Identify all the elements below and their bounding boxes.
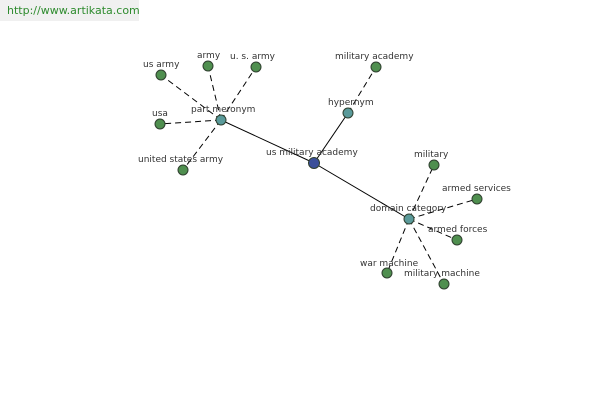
node-circle-army[interactable]	[202, 60, 214, 72]
edge-domain-category-to-military-machine	[408, 218, 445, 285]
node-military-machine[interactable]: military machine	[404, 269, 480, 290]
node-circle-usa[interactable]	[154, 118, 166, 130]
node-usa[interactable]: usa	[152, 109, 168, 130]
node-circle-domain-category[interactable]	[403, 213, 415, 225]
edge-part-meronym-to-united-states-army	[182, 119, 222, 171]
node-circle-military[interactable]	[428, 159, 440, 171]
node-label-u-s-army[interactable]: u. s. army	[230, 52, 276, 62]
node-label-usa[interactable]: usa	[152, 109, 168, 119]
node-circle-hypernym[interactable]	[342, 107, 354, 119]
node-war-machine[interactable]: war machine	[360, 259, 419, 279]
url-banner: http://www.artikata.com	[0, 0, 140, 21]
edge-center-to-part-meronym	[220, 119, 315, 164]
node-circle-us-army[interactable]	[155, 69, 167, 81]
node-circle-united-states-army[interactable]	[177, 164, 189, 176]
edge-center-to-domain-category	[313, 162, 410, 220]
node-circle-armed-forces[interactable]	[451, 234, 463, 246]
node-part-meronym[interactable]: part meronym	[191, 105, 255, 126]
node-circle-u-s-army[interactable]	[250, 61, 262, 73]
node-circle-military-machine[interactable]	[438, 278, 450, 290]
node-circle-military-academy[interactable]	[370, 61, 382, 73]
node-label-military-academy[interactable]: military academy	[335, 52, 414, 62]
edge-center-to-hypernym	[313, 112, 349, 164]
edge-part-meronym-to-usa	[159, 119, 222, 125]
node-label-domain-category[interactable]: domain category	[370, 204, 447, 214]
edge-domain-category-to-armed-services	[408, 198, 478, 220]
node-united-states-army[interactable]: united states army	[138, 155, 224, 176]
node-armed-services[interactable]: armed services	[442, 184, 511, 205]
node-us-army[interactable]: us army	[143, 60, 180, 81]
nodes-layer: us military academy part meronym hypernym d…	[138, 51, 511, 290]
node-label-center[interactable]: us military academy	[266, 148, 358, 158]
node-army[interactable]: army	[197, 51, 221, 72]
node-circle-part-meronym[interactable]	[215, 114, 227, 126]
edge-part-meronym-to-u-s-army	[220, 66, 257, 121]
node-label-us-army[interactable]: us army	[143, 60, 180, 70]
node-label-military-machine[interactable]: military machine	[404, 269, 480, 279]
node-label-army[interactable]: army	[197, 51, 221, 61]
node-military[interactable]: military	[414, 150, 449, 171]
node-armed-forces[interactable]: armed forces	[428, 225, 488, 246]
edge-hypernym-to-military-academy	[347, 66, 377, 114]
node-u-s-army[interactable]: u. s. army	[230, 52, 276, 73]
node-label-part-meronym[interactable]: part meronym	[191, 105, 255, 115]
node-label-military[interactable]: military	[414, 150, 449, 160]
node-label-armed-forces[interactable]: armed forces	[428, 225, 488, 235]
edges-layer	[159, 65, 478, 285]
node-circle-center[interactable]	[308, 157, 320, 169]
node-circle-armed-services[interactable]	[471, 193, 483, 205]
edge-part-meronym-to-us-army	[160, 74, 222, 121]
edge-domain-category-to-armed-forces	[408, 218, 458, 241]
node-label-armed-services[interactable]: armed services	[442, 184, 511, 194]
node-label-united-states-army[interactable]: united states army	[138, 155, 224, 165]
node-hypernym[interactable]: hypernym	[328, 98, 374, 119]
node-domain-category[interactable]: domain category	[370, 204, 447, 225]
node-label-war-machine[interactable]: war machine	[360, 259, 419, 269]
site-url-link[interactable]: http://www.artikata.com	[7, 4, 140, 17]
node-circle-war-machine[interactable]	[381, 267, 393, 279]
node-label-hypernym[interactable]: hypernym	[328, 98, 374, 108]
node-military-academy[interactable]: military academy	[335, 52, 414, 73]
node-center[interactable]: us military academy	[266, 148, 358, 169]
